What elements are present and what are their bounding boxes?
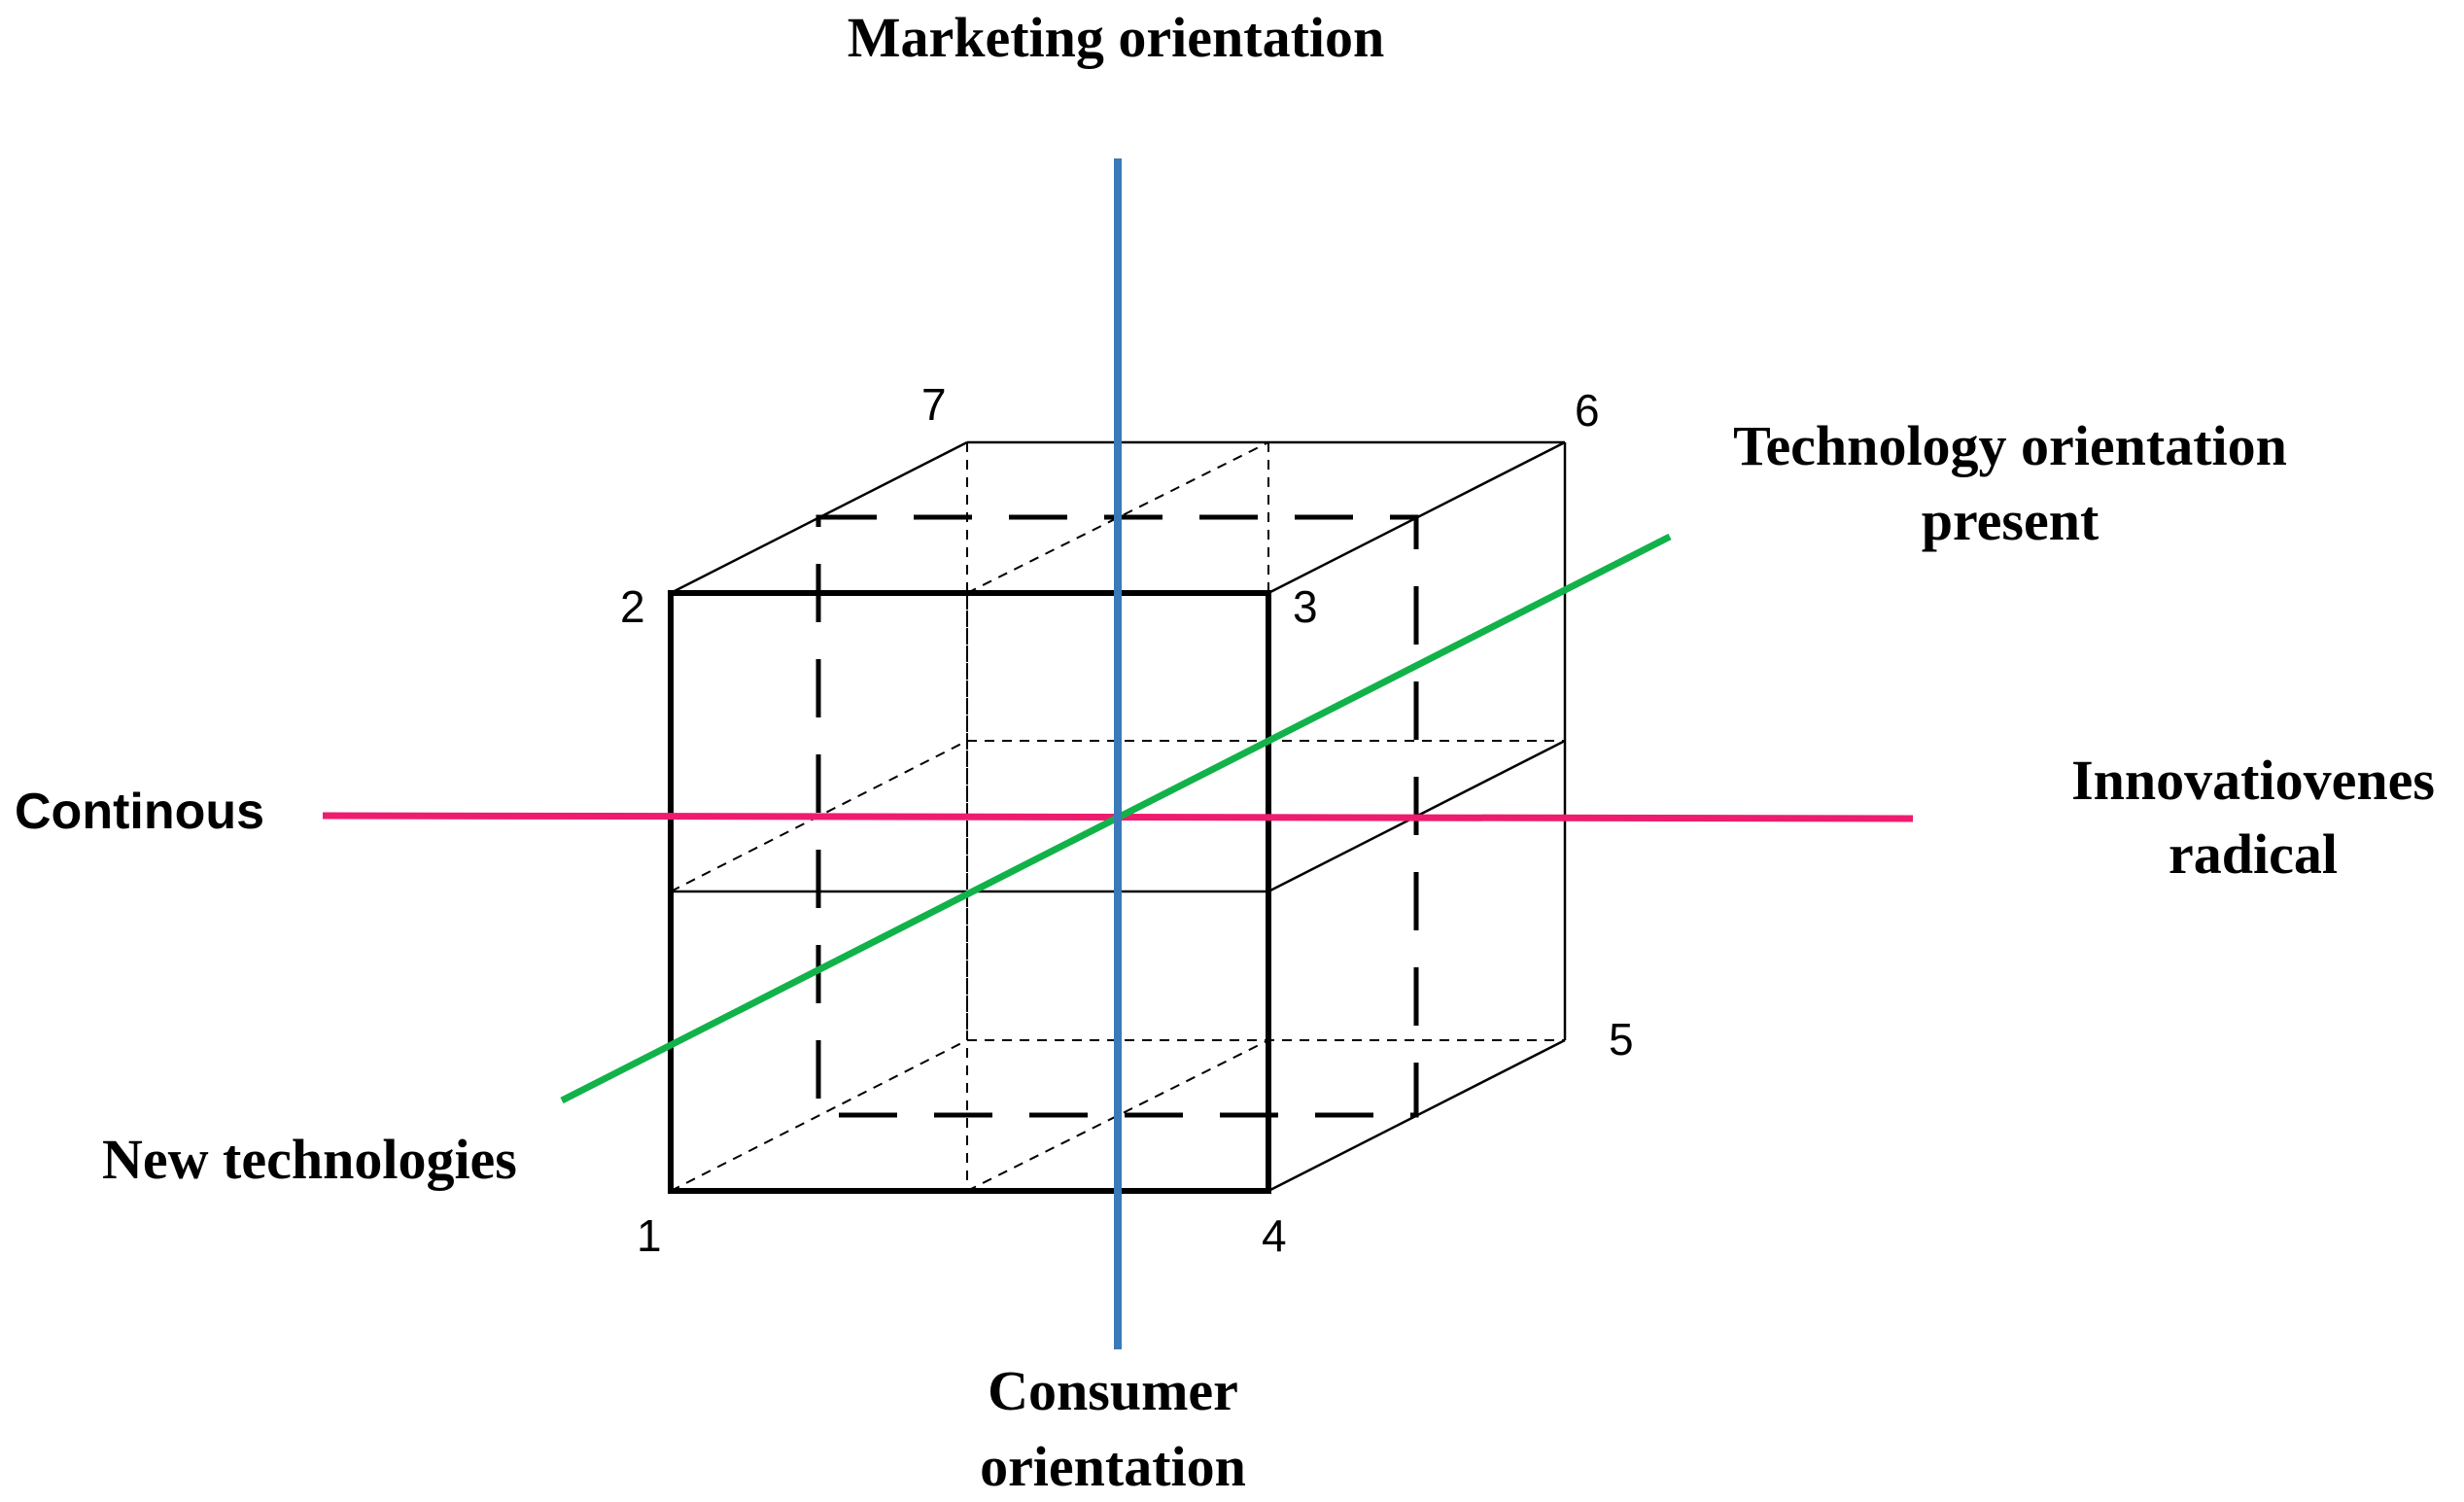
label-present: present [1922,489,2100,552]
cube-front-face [668,590,1271,1194]
label-radical: radical [2169,822,2338,886]
label-marketing-orientation: Marketing orientation [848,6,1385,69]
corner-label-2: 2 [620,581,645,632]
corner-label-3: 3 [1293,581,1318,632]
label-orientation-bottom: orientation [980,1435,1246,1498]
corner-label-7: 7 [921,379,947,430]
label-consumer: Consumer [988,1359,1238,1422]
label-technology-orientation: Technology orientation [1733,414,2287,477]
corner-label-1: 1 [637,1210,662,1261]
corner-label-4: 4 [1262,1210,1287,1261]
label-continous: Continous [15,784,264,840]
corner-label-6: 6 [1575,385,1600,436]
label-innovatiovenes: Innovatiovenes [2071,749,2435,812]
corner-label-5: 5 [1609,1014,1634,1065]
label-new-technologies: New technologies [102,1128,517,1191]
